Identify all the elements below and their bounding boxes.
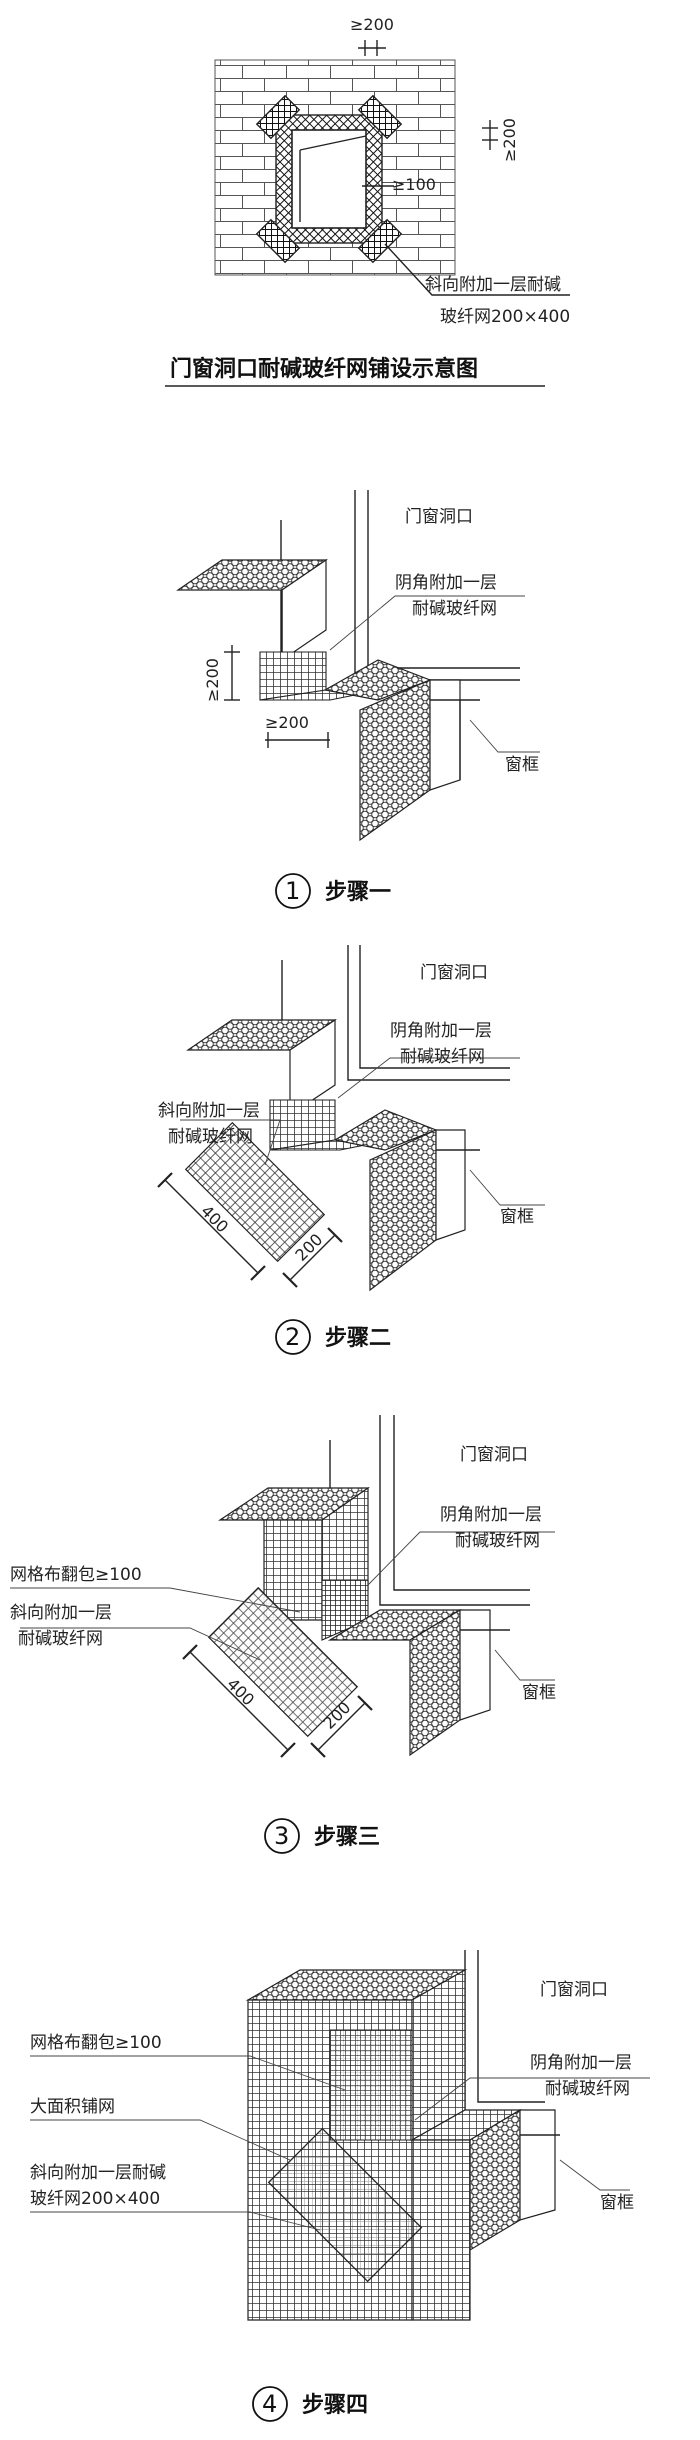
dim-horizontal: ≥200	[265, 713, 330, 748]
diagonal-mesh-strip	[267, 2127, 423, 2283]
leader-diag	[180, 1119, 281, 1166]
fig-title: 门窗洞口耐碱玻纤网铺设示意图	[170, 356, 478, 382]
label-opening: 门窗洞口	[540, 1980, 608, 2000]
diagonal-mesh-strip	[184, 1121, 326, 1263]
label-wrap: 网格布翻包≥100	[30, 2033, 162, 2053]
corner-mesh-dense	[329, 2029, 413, 2141]
step-2: 400 200 门窗洞口 阴角附加一层 耐碱玻纤网 斜向附加一层 耐碱玻纤网 窗…	[157, 945, 545, 1355]
label-diag-2: 耐碱玻纤网	[168, 1127, 253, 1147]
diagonal-mesh-patch-tl	[255, 94, 301, 140]
dim-v-text: ≥200	[203, 658, 222, 702]
leader-frame	[469, 1169, 545, 1206]
window-frame-lines	[430, 699, 480, 780]
dim-top-text: ≥200	[350, 15, 394, 34]
leader-frame	[494, 1649, 555, 1681]
dim-vertical: ≥200	[203, 645, 240, 702]
leader-wrap	[10, 1587, 301, 1613]
label-diag-1: 斜向附加一层耐碱	[30, 2163, 166, 2183]
label-bigmesh: 大面积铺网	[30, 2097, 115, 2117]
label-corner-2: 耐碱玻纤网	[545, 2079, 630, 2099]
diagonal-mesh-patch-bl	[255, 218, 301, 264]
dimension-right: ≥200	[482, 118, 519, 162]
leader-frame	[469, 719, 540, 753]
leader-corner	[337, 1057, 520, 1099]
frame-block	[519, 2109, 556, 2221]
leader-corner	[329, 595, 525, 651]
note-leader	[384, 243, 570, 296]
label-diag-2: 耐碱玻纤网	[18, 1629, 103, 1649]
note-line-1: 斜向附加一层耐碱	[425, 275, 561, 295]
step-number: 1	[285, 877, 300, 905]
label-wrap: 网格布翻包≥100	[10, 1565, 142, 1585]
label-corner-2: 耐碱玻纤网	[400, 1047, 485, 1067]
label-diag-2: 玻纤网200×400	[30, 2189, 160, 2209]
label-corner-2: 耐碱玻纤网	[412, 599, 497, 619]
label-corner-2: 耐碱玻纤网	[455, 1531, 540, 1551]
label-corner-1: 阴角附加一层	[530, 2053, 632, 2073]
step-number: 4	[262, 2390, 277, 2418]
step-number: 3	[274, 1822, 289, 1850]
note-line-2: 玻纤网200×400	[440, 307, 570, 327]
label-corner-1: 阴角附加一层	[390, 1021, 492, 1041]
label-frame: 窗框	[600, 2193, 634, 2213]
label-frame: 窗框	[505, 755, 539, 775]
label-opening: 门窗洞口	[420, 963, 488, 983]
dimension-inner: ≥100	[362, 175, 436, 194]
label-opening: 门窗洞口	[405, 507, 473, 527]
step-number-circle	[264, 1818, 300, 1854]
lower-mesh-face	[411, 2139, 471, 2321]
step-caption: 步骤一	[325, 879, 391, 905]
frame-block	[429, 679, 461, 791]
wall-face-plain	[289, 1018, 336, 1117]
diagonal-mesh-patch-br	[357, 218, 403, 264]
dimension-top: ≥200	[350, 15, 394, 56]
step-caption: 步骤三	[314, 1824, 380, 1850]
step-caption: 步骤二	[325, 1325, 391, 1351]
step-4: 门窗洞口 阴角附加一层 耐碱玻纤网 网格布翻包≥100 大面积铺网 斜向附加一层…	[30, 1950, 650, 2422]
label-diag-1: 斜向附加一层	[158, 1101, 260, 1121]
dim-inner-text: ≥100	[392, 175, 436, 194]
label-frame: 窗框	[522, 1683, 556, 1703]
leader-corner	[367, 1531, 555, 1586]
frame-block	[459, 1609, 491, 1721]
window-opening	[291, 129, 367, 229]
frame-block	[435, 1129, 466, 1241]
label-opening: 门窗洞口	[460, 1445, 528, 1465]
step-number: 2	[285, 1323, 300, 1351]
opening-inner-line	[299, 135, 367, 222]
diagonal-mesh-patch-tr	[357, 94, 403, 140]
leader-bigmesh	[30, 2119, 291, 2161]
fig-top: ≥200 ≥200 ≥100 斜向附加一层耐碱 玻纤网200×400 门窗洞口耐…	[165, 15, 570, 387]
leader-diag	[30, 2211, 321, 2231]
opening-frame-lines	[464, 1950, 545, 2116]
leader-frame	[559, 2159, 630, 2191]
diagonal-mesh-strip	[207, 1586, 359, 1738]
step-3: 400 200 门窗洞口 阴角附加一层 耐碱玻纤网 网格布翻包≥100 斜向附加…	[10, 1415, 556, 1854]
leader-wrap	[30, 2055, 346, 2091]
lower-wall-hex	[359, 679, 431, 842]
leader-diag	[20, 1627, 261, 1661]
label-corner-1: 阴角附加一层	[440, 1505, 542, 1525]
dim-h-text: ≥200	[265, 713, 309, 732]
step-number-circle	[252, 2386, 288, 2422]
label-diag-1: 斜向附加一层	[10, 1603, 112, 1623]
lower-wall-hex	[369, 1129, 437, 1292]
step-caption: 步骤四	[302, 2392, 368, 2418]
label-corner-1: 阴角附加一层	[395, 573, 497, 593]
step-number-circle	[275, 1319, 311, 1355]
step-number-circle	[275, 873, 311, 909]
step-1: ≥200 ≥200 门窗洞口 阴角附加一层 耐碱玻纤网 窗框 1 步骤一	[176, 490, 540, 909]
leader-corner	[414, 2077, 650, 2121]
dim-right-text: ≥200	[500, 118, 519, 162]
label-frame: 窗框	[500, 1207, 534, 1227]
